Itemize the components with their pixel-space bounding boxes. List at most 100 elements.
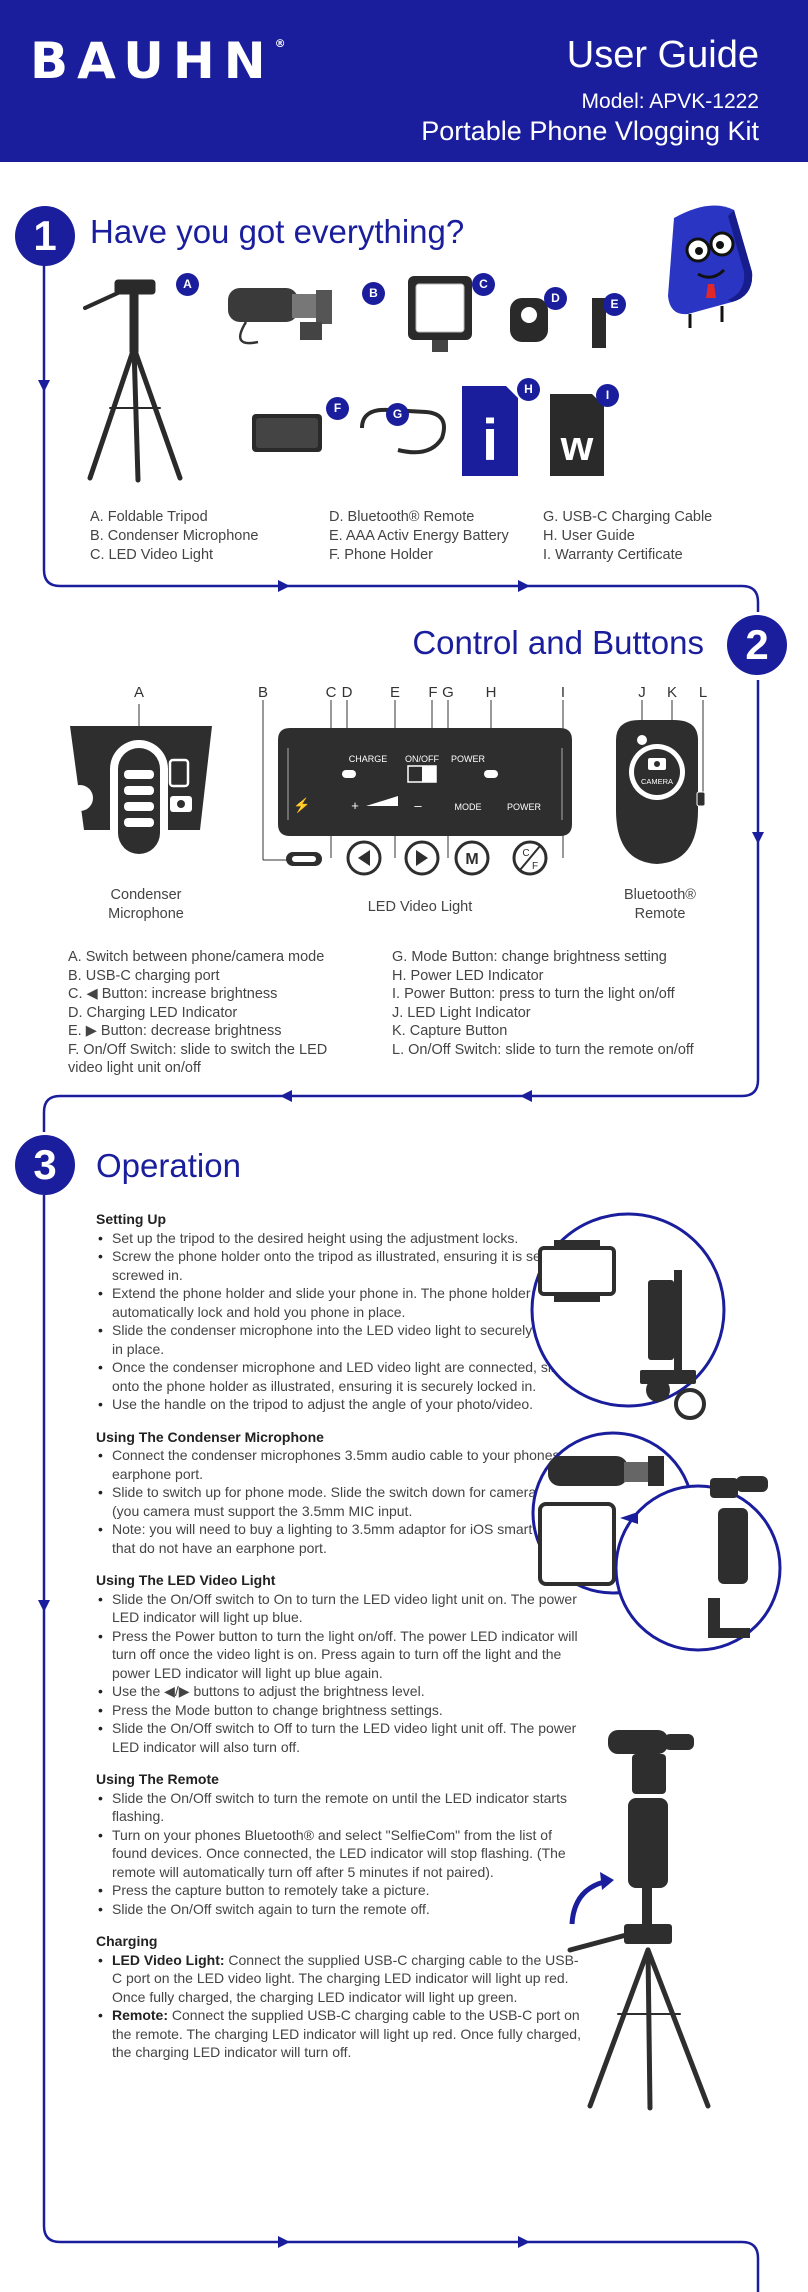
- product-name: Portable Phone Vlogging Kit: [421, 116, 759, 146]
- list-item: Remote: Connect the supplied USB-C charg…: [96, 2006, 586, 2062]
- item-text: C. LED Video Light: [90, 547, 214, 563]
- list-item: Note: you will need to buy a lighting to…: [96, 1520, 586, 1557]
- svg-text:POWER: POWER: [507, 802, 542, 812]
- list-item: Once the condenser microphone and LED vi…: [96, 1358, 586, 1395]
- list-item: Press the Mode button to change brightne…: [96, 1701, 586, 1720]
- item-letter-i: I: [596, 384, 619, 407]
- heading-charging: Charging: [96, 1933, 158, 1949]
- model-number: Model: APVK-1222: [581, 90, 759, 113]
- remote-icon: [510, 298, 548, 342]
- list-item: LED Video Light: Connect the supplied US…: [96, 1951, 586, 2007]
- ctrl-text: I. Power Button: press to turn the light…: [392, 986, 675, 1002]
- caption-mic: Condenser Microphone: [108, 887, 184, 922]
- item-letter-f: F: [326, 397, 349, 420]
- svg-text:C: C: [522, 848, 529, 859]
- list-item: Slide the condenser microphone into the …: [96, 1321, 586, 1358]
- ctrl-letter-a: A: [133, 684, 144, 701]
- ctrl-letter-f: F: [428, 684, 438, 701]
- svg-text:+: +: [351, 798, 359, 813]
- ctrl-text: H. Power LED Indicator: [392, 967, 544, 984]
- items-illustration: i w: [83, 276, 606, 483]
- ctrl-text: E. ▶ Button: decrease brightness: [68, 1023, 282, 1039]
- list-item: Screw the phone holder onto the tripod a…: [96, 1247, 586, 1284]
- svg-text:–: –: [414, 798, 422, 813]
- ctrl-letter-d: D: [341, 684, 353, 701]
- svg-text:CHARGE: CHARGE: [349, 754, 388, 764]
- list-item: Set up the tripod to the desired height …: [96, 1229, 586, 1248]
- ctrl-text: G. Mode Button: change brightness settin…: [392, 949, 667, 965]
- list-item: Slide the On/Off switch to On to turn th…: [96, 1590, 586, 1627]
- controls-list-right: G. Mode Button: change brightness settin…: [392, 948, 732, 1059]
- list-item: Press the capture button to remotely tak…: [96, 1881, 586, 1900]
- step-3-badge: 3: [15, 1135, 75, 1195]
- battery-icon: [592, 298, 606, 348]
- list-item: Connect the condenser microphones 3.5mm …: [96, 1446, 586, 1483]
- header-banner: BAUHN® User Guide Model: APVK-1222 Porta…: [0, 0, 808, 162]
- ctrl-text: D. Charging LED Indicator: [68, 1004, 238, 1021]
- item-text: A. Foldable Tripod: [90, 509, 208, 525]
- caption-remote: Bluetooth® Remote: [624, 887, 696, 922]
- ctrl-text: J. LED Light Indicator: [392, 1004, 531, 1021]
- ctrl-letter-h: H: [485, 684, 497, 701]
- controls-list-left: A. Switch between phone/camera mode B. U…: [68, 948, 388, 1078]
- svg-text:MODE: MODE: [455, 802, 482, 812]
- ctrl-text: video light unit on/off: [68, 1060, 201, 1076]
- section-2-title: Control and Buttons: [412, 624, 704, 661]
- item-letter-g: G: [386, 403, 409, 426]
- mascot-illustration: [668, 205, 753, 328]
- ctrl-text: B. USB-C charging port: [68, 967, 220, 984]
- ctrl-text: A. Switch between phone/camera mode: [68, 949, 325, 965]
- heading-mic: Using The Condenser Microphone: [96, 1428, 324, 1445]
- list-item: Slide the On/Off switch to turn the remo…: [96, 1789, 586, 1826]
- document-title: User Guide: [566, 34, 759, 76]
- heading-remote: Using The Remote: [96, 1771, 219, 1787]
- ctrl-text: C. ◀ Button: increase brightness: [68, 986, 278, 1002]
- ctrl-letter-l: L: [698, 684, 708, 701]
- svg-text:CAMERA: CAMERA: [641, 777, 673, 786]
- tripod-icon: [83, 279, 183, 483]
- brand-logo: BAUHN®: [30, 32, 286, 90]
- ctrl-letter-j: J: [638, 684, 646, 701]
- phone-holder-illustration: [530, 1212, 726, 1420]
- cable-icon: [360, 407, 446, 455]
- ctrl-letter-b: B: [257, 684, 268, 701]
- items-list-col1: A. Foldable Tripod B. Condenser Micropho…: [90, 508, 258, 565]
- mic-controls-diagram: [67, 704, 212, 862]
- microphone-icon: [228, 288, 332, 345]
- item-text: I. Warranty Certificate: [543, 547, 683, 563]
- step-1-badge: 1: [15, 206, 75, 266]
- list-item: Use the ◀/▶ buttons to adjust the bright…: [96, 1682, 586, 1701]
- item-text: D. Bluetooth® Remote: [329, 509, 475, 525]
- ctrl-letter-e: E: [389, 684, 400, 701]
- section-3-title: Operation: [96, 1147, 241, 1184]
- heading-setting-up: Setting Up: [96, 1211, 166, 1227]
- led-light-icon: [408, 276, 472, 352]
- item-text: G. USB-C Charging Cable: [543, 509, 713, 525]
- guide-letter: i: [482, 408, 498, 473]
- heading-led: Using The LED Video Light: [96, 1572, 276, 1588]
- item-text: E. AAA Activ Energy Battery: [329, 528, 509, 544]
- list-item: Slide the On/Off switch again to turn th…: [96, 1900, 586, 1919]
- svg-text:ON/OFF: ON/OFF: [405, 754, 439, 764]
- svg-text:M: M: [465, 851, 478, 868]
- assembled-tripod-illustration: [567, 1730, 711, 2111]
- operation-instructions: Setting Up Set up the tripod to the desi…: [96, 1210, 586, 2062]
- step-2-badge: 2: [727, 615, 787, 675]
- mic-mount-illustration: [531, 1431, 782, 1652]
- svg-text:POWER: POWER: [451, 754, 486, 764]
- ctrl-letter-k: K: [666, 684, 677, 701]
- items-list-col3: G. USB-C Charging Cable H. User Guide I.…: [543, 508, 712, 565]
- list-item: Turn on your phones Bluetooth® and selec…: [96, 1826, 586, 1882]
- svg-text:F: F: [532, 861, 538, 872]
- list-item: Slide to switch up for phone mode. Slide…: [96, 1483, 586, 1520]
- item-letter-e: E: [603, 293, 626, 316]
- list-item: Use the handle on the tripod to adjust t…: [96, 1395, 586, 1414]
- led-controls-diagram: CHARGE ON/OFF POWER + – MODE POWER ⚡ M C…: [262, 700, 572, 876]
- phone-holder-icon: [252, 414, 322, 452]
- ctrl-text: K. Capture Button: [392, 1023, 508, 1039]
- warranty-icon: w: [550, 394, 604, 476]
- ctrl-text: L. On/Off Switch: slide to turn the remo…: [392, 1041, 694, 1058]
- items-list-col2: D. Bluetooth® Remote E. AAA Activ Energy…: [329, 508, 509, 565]
- warranty-letter: w: [560, 422, 594, 469]
- section-1-title: Have you got everything?: [90, 213, 465, 250]
